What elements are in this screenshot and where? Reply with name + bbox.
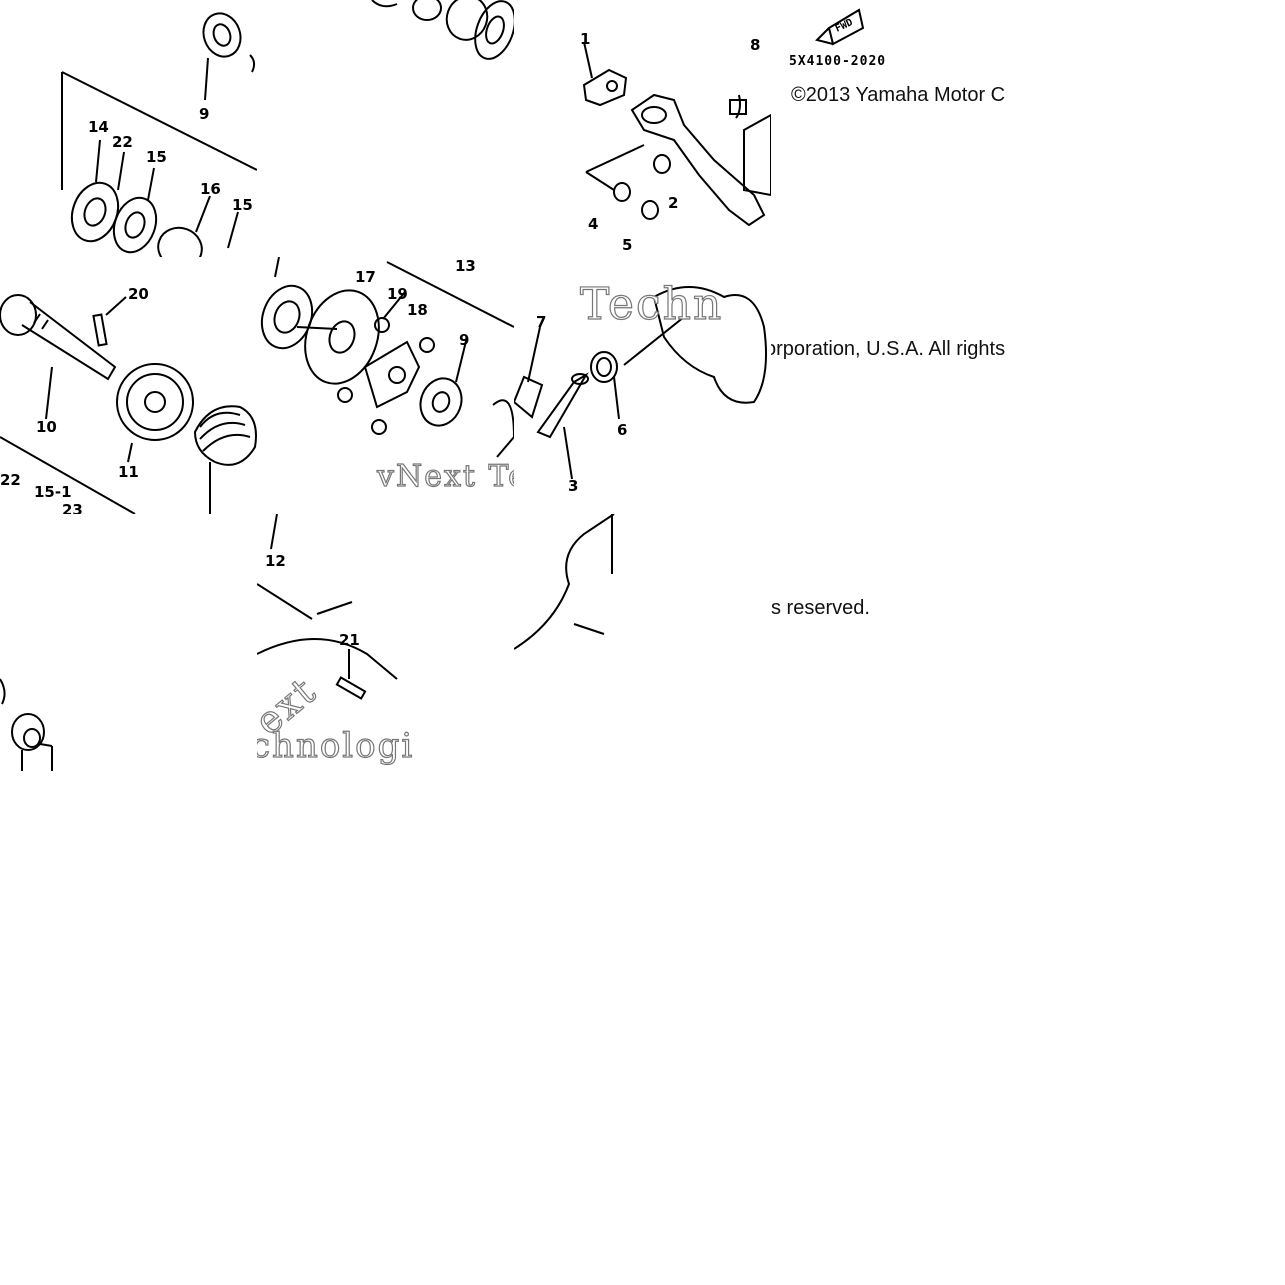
callout-6: 6 [617,421,627,439]
tile-case-outline [514,514,640,650]
tile-header-info: FWD 5X4100-2020 ©2013 Yamaha Motor C [771,0,1031,110]
callout-14: 14 [88,118,109,136]
tile-spring-pin: 12 21 ext chnologi [257,514,514,771]
tile-c-drawing: 1 8 2 4 5 [580,30,771,254]
watermark-chnologi: chnologi [257,725,415,766]
callout-15: 15 [146,148,167,166]
tile-i-drawing [514,514,615,650]
callout-13: 13 [455,257,476,275]
tile-copyright-2: orporation, U.S.A. All rights [771,335,1031,365]
callout-17: 17 [355,268,376,286]
callout-19: 19 [387,285,408,303]
tile-ratchet-assembly: 17 19 18 9 13 vNext Te [257,257,514,514]
diagram-code: 5X4100-2020 [789,54,887,69]
callout-2: 2 [668,194,678,212]
tile-copyright-3: s reserved. [771,594,971,624]
callout-7: 7 [536,313,546,331]
tile-g-drawing [0,678,53,771]
tile-d-drawing: 20 10 11 22 15-1 23 [0,285,257,514]
fwd-label: FWD [834,17,855,35]
tile-bearing-washers: 9 14 22 15 16 15 [0,0,257,257]
tile-a-drawing: 9 14 22 15 16 15 [61,12,257,257]
callout-1: 1 [580,30,590,48]
tile-kick-shaft: 7 6 3 Techn [514,257,771,514]
callout-10: 10 [36,418,57,436]
callout-8: 8 [750,36,760,54]
callout-15-second: 15 [232,196,253,214]
callout-9-lower: 9 [459,331,469,349]
tile-e-drawing: 17 19 18 9 13 [260,257,514,458]
callout-9: 9 [199,105,209,123]
tile-bushing [0,514,257,771]
callout-5: 5 [622,236,632,254]
callout-23: 23 [62,501,83,514]
tile-b-drawing [371,0,514,60]
callout-21: 21 [339,631,360,649]
tile-shaft-gear: 20 10 11 22 15-1 23 [0,257,257,514]
callout-15-1: 15-1 [34,483,72,501]
tile-f-drawing: 7 6 3 [514,286,767,495]
callout-12: 12 [265,552,286,570]
callout-18: 18 [407,301,428,319]
fwd-arrow: FWD [815,8,865,46]
callout-22: 22 [112,133,133,151]
copyright-line-2: orporation, U.S.A. All rights [771,338,1006,360]
callout-22-lower: 22 [0,471,21,489]
copyright-line-1: ©2013 Yamaha Motor C [791,84,1006,106]
callout-3: 3 [568,477,578,495]
copyright-line-3: s reserved. [771,597,870,619]
watermark-vnext: vNext Te [376,458,514,494]
tile-h-drawing: 12 21 [257,514,398,700]
tile-top-washers [257,0,514,80]
callout-4: 4 [588,215,598,233]
callout-20: 20 [128,285,149,303]
watermark-technologies: Techn [579,278,724,330]
callout-16: 16 [200,180,221,198]
tile-kick-lever: 1 8 2 4 5 [514,0,771,257]
callout-11: 11 [118,463,139,481]
